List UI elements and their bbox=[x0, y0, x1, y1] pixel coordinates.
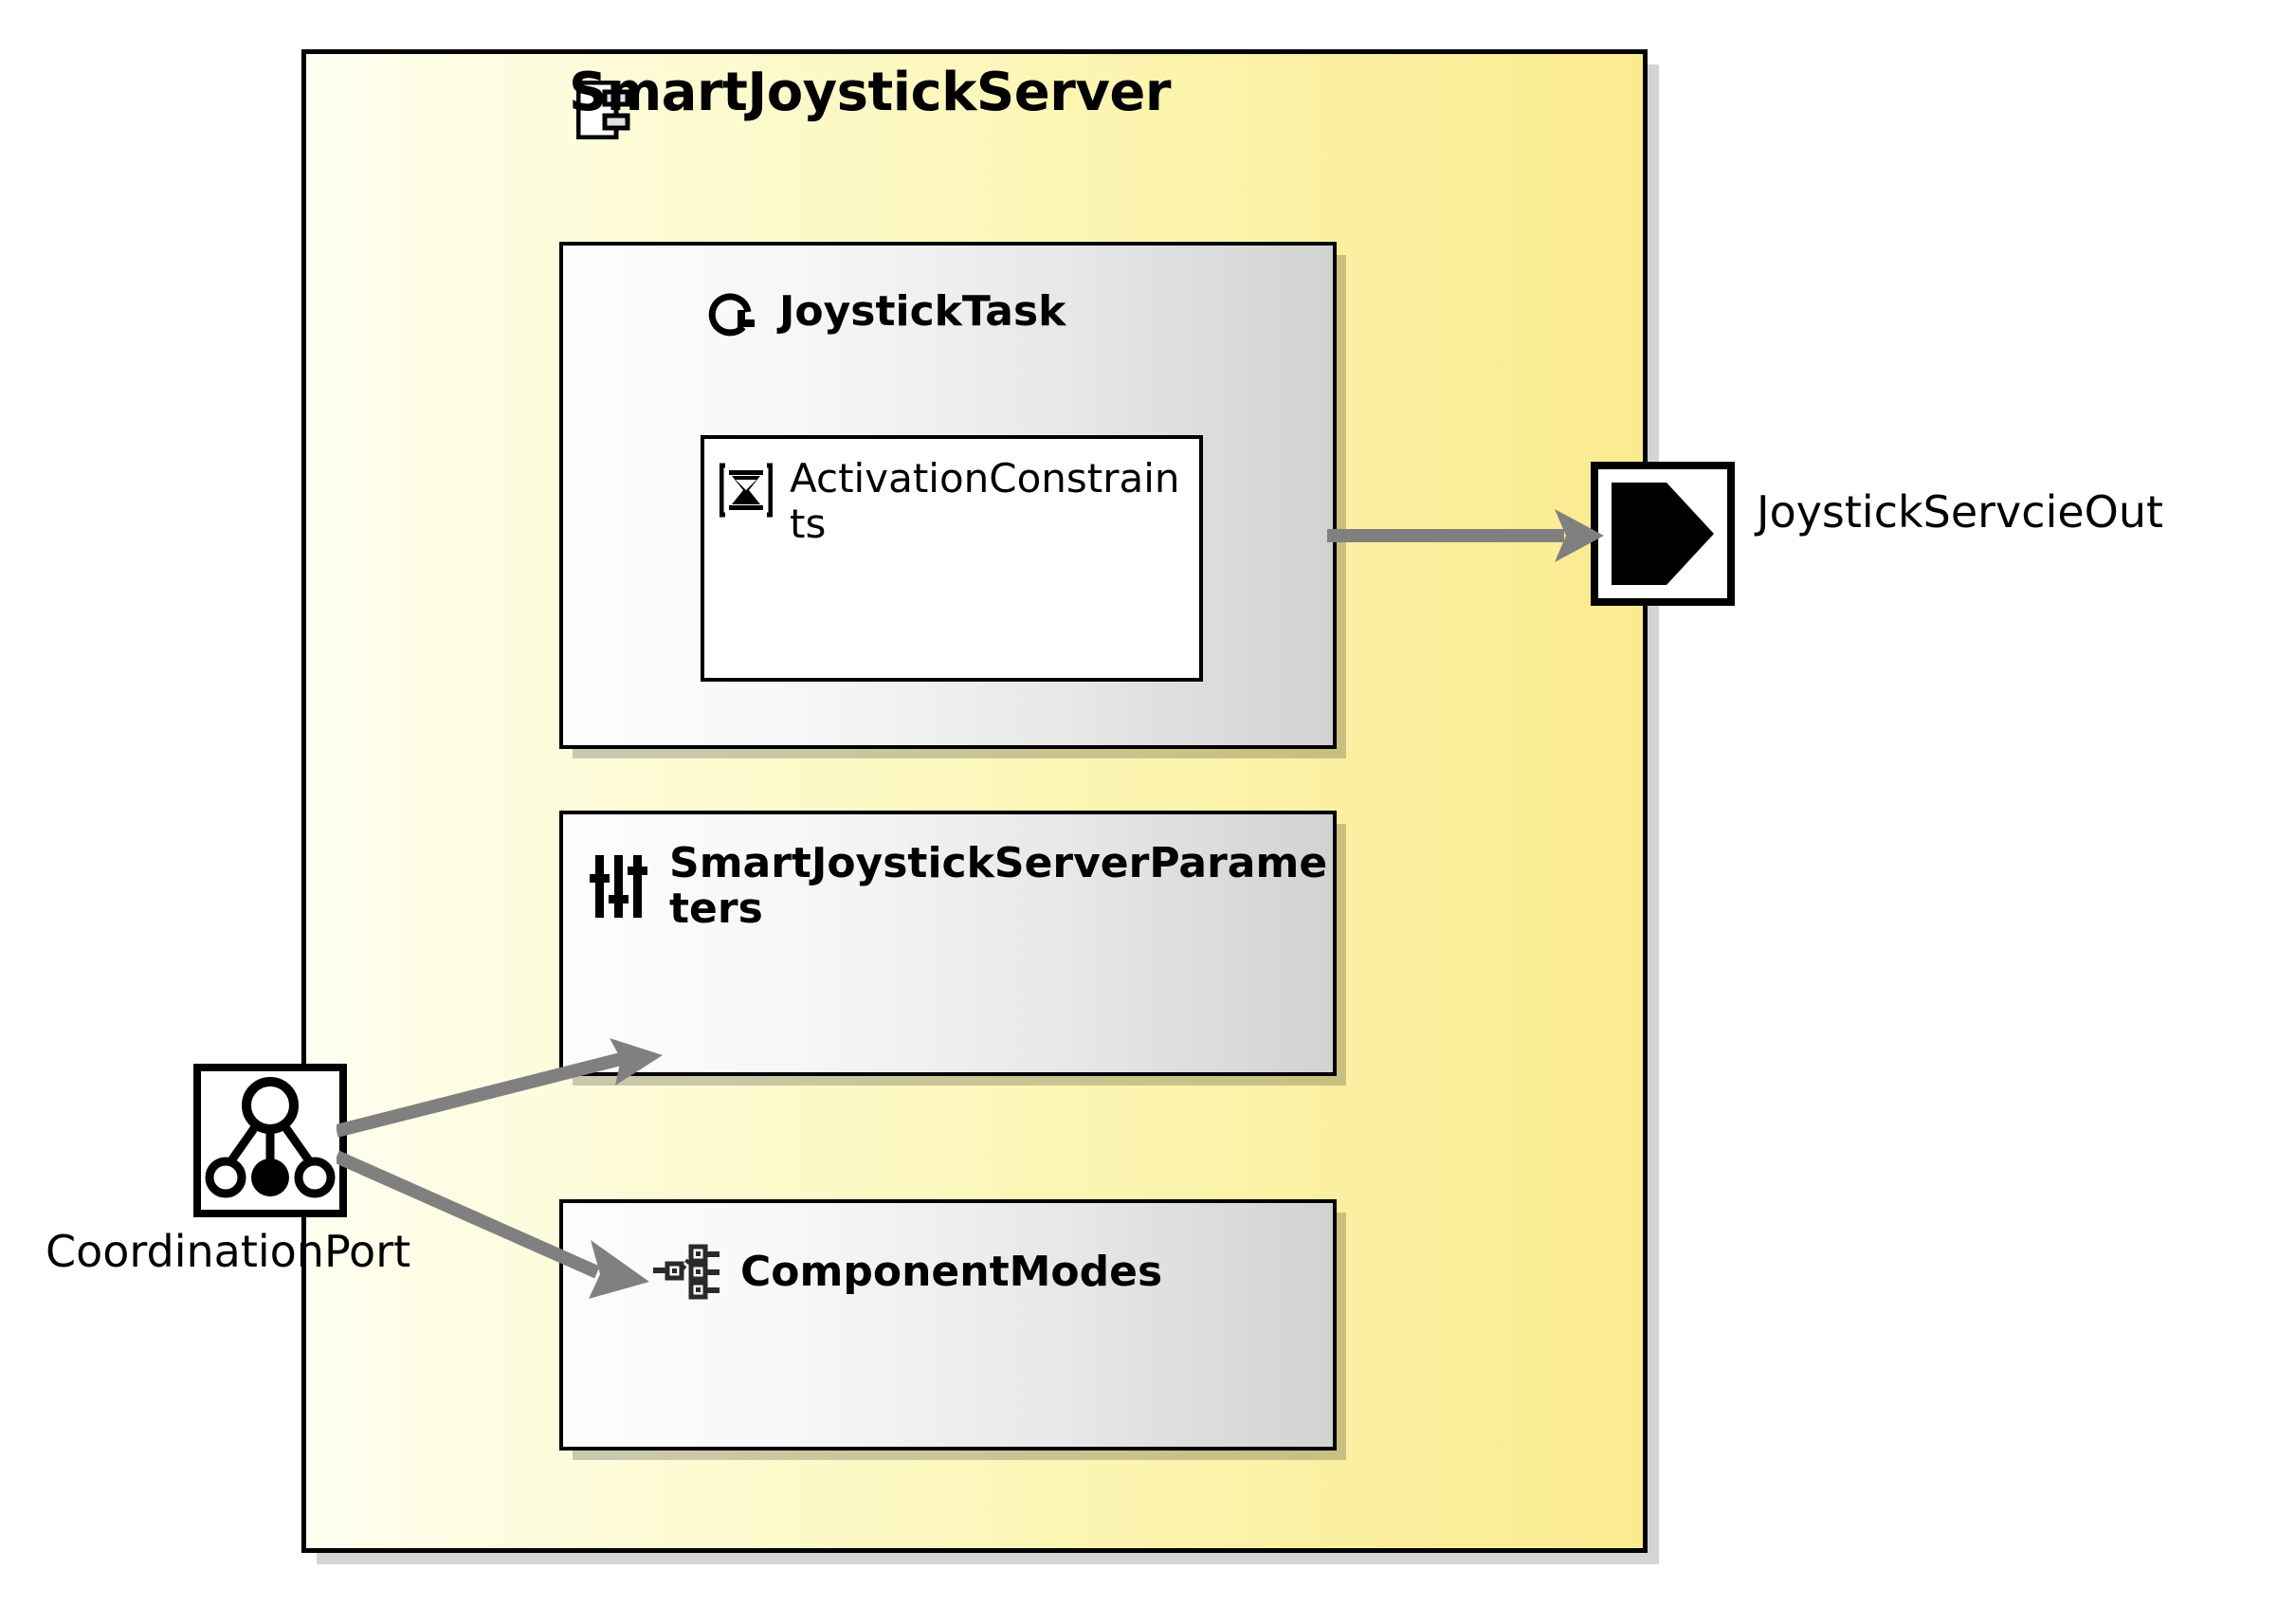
block-activationconstraints[interactable]: ActivationConstraints bbox=[701, 435, 1203, 682]
connector-task-to-output-port bbox=[1327, 488, 1612, 583]
componentmodes-header: ComponentModes bbox=[653, 1243, 1162, 1302]
block-joysticktask[interactable]: JoystickTask ActivationConstraints bbox=[559, 242, 1337, 749]
sliders-icon bbox=[582, 853, 648, 920]
port-joystickservcieout[interactable] bbox=[1591, 462, 1735, 606]
state-tree-icon bbox=[653, 1243, 720, 1302]
hourglass-icon bbox=[720, 456, 773, 519]
output-port-icon bbox=[1612, 483, 1714, 585]
component-icon bbox=[576, 81, 631, 139]
block-componentmodes[interactable]: ComponentModes bbox=[559, 1199, 1337, 1451]
port-joystickservcieout-label: JoystickServcieOut bbox=[1757, 486, 2164, 538]
joysticktask-label: JoystickTask bbox=[779, 287, 1066, 337]
joysticktask-header: JoystickTask bbox=[705, 285, 1066, 338]
component-title: SmartJoystickServer bbox=[569, 62, 1171, 123]
task-loop-icon bbox=[705, 285, 758, 338]
coordination-port-icon bbox=[205, 1077, 336, 1198]
activationconstraints-label: ActivationConstraints bbox=[790, 455, 1180, 547]
port-coordinationport[interactable] bbox=[193, 1064, 347, 1217]
connector-coordinationport-to-modes bbox=[337, 1138, 678, 1327]
parameters-label: SmartJoystickServerParameters bbox=[669, 839, 1328, 933]
block-parameters[interactable]: SmartJoystickServerParameters bbox=[559, 811, 1337, 1076]
port-coordinationport-label: CoordinationPort bbox=[46, 1226, 411, 1277]
connector-coordinationport-to-parameters bbox=[337, 1038, 678, 1152]
parameters-header: SmartJoystickServerParameters bbox=[582, 841, 1331, 931]
componentmodes-label: ComponentModes bbox=[740, 1248, 1163, 1297]
